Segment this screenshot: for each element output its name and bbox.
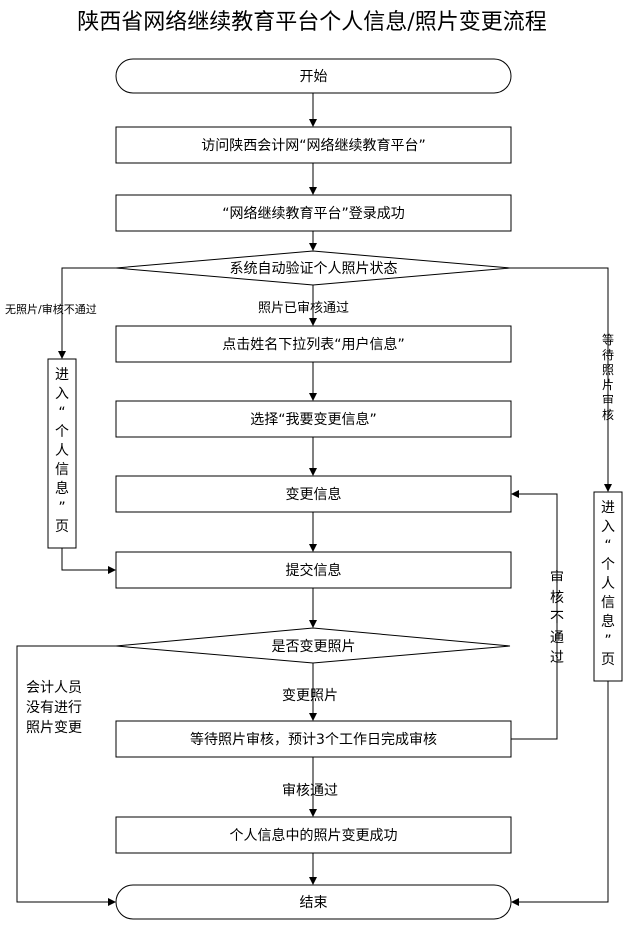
end-label: 结束 — [299, 895, 328, 911]
no-photo-label: 无照片/审核不通过 — [5, 303, 97, 316]
photo-approved-label: 照片已审核通过 — [258, 301, 350, 316]
right-page-label: 进入“个人信息”页 — [601, 500, 615, 668]
verify-label: 系统自动验证个人照片状态 — [229, 261, 398, 277]
change-photo-question-label: 是否变更照片 — [271, 638, 356, 655]
edge-no-photo-change — [16, 645, 116, 906]
edge-verify-left-page — [58, 267, 116, 359]
choose-change-label: 选择“我要变更信息” — [250, 412, 377, 428]
page-title: 陕西省网络继续教育平台个人信息/照片变更流程 — [77, 10, 547, 35]
success-label: 个人信息中的照片变更成功 — [229, 828, 398, 844]
change-photo-label: 变更照片 — [282, 688, 338, 704]
no-photo-change-label: 会计人员 没有进行 照片变更 — [18, 678, 90, 738]
submit-info-label: 提交信息 — [285, 563, 342, 579]
wait-review-label: 等待照片审核，预计3个工作日完成审核 — [190, 732, 437, 748]
wait-photo-label: 等待照片审核 — [601, 333, 614, 422]
start-label: 开始 — [299, 69, 328, 85]
login-label: “网络继续教育平台”登录成功 — [222, 206, 405, 222]
change-photo-decision — [115, 627, 511, 664]
change-info-label: 变更信息 — [285, 487, 342, 503]
review-passed-label: 审核通过 — [282, 783, 338, 799]
edge-right-page-end — [511, 681, 609, 906]
edge-verify-right-page — [510, 267, 612, 492]
visit-label: 访问陕西会计网“网络继续教育平台” — [201, 138, 426, 154]
edge-left-page-submit — [61, 548, 116, 574]
review-failed-label: 审核不通过 — [550, 570, 564, 666]
left-page-label: 进入“个人信息”页 — [55, 367, 69, 535]
click-menu-label: 点击姓名下拉列表“用户信息” — [222, 337, 405, 353]
edge-review-failed — [511, 490, 558, 740]
